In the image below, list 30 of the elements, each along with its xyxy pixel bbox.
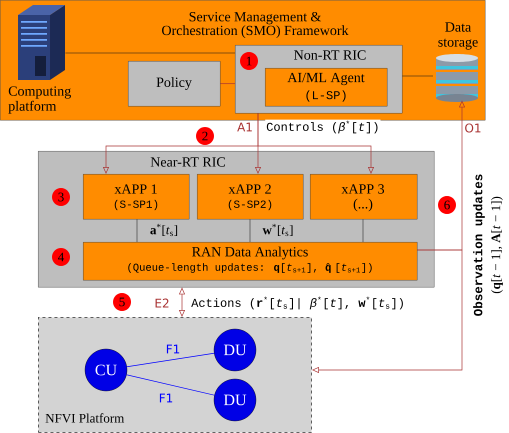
edge-label: F1 <box>164 344 182 354</box>
process-box: xAPP 2 (S-SP2) <box>197 174 304 220</box>
connector <box>126 352 214 368</box>
callout-number: 3 <box>52 188 70 206</box>
connector-label: Controls (β$^{*}$[t]) <box>265 120 381 134</box>
callout-number: 5 <box>113 293 131 311</box>
connector-label: Actions (r$^{*}$[t$_{s}$]| β$^{*}$[t], w$^{*}$[t$_{s}$]) <box>190 296 406 310</box>
edge-label: F1 <box>158 392 174 404</box>
edge-label: E2 <box>153 298 171 308</box>
node-caption: Computing platform <box>8 86 71 114</box>
edge-label: w$^{*}$[t$_{s}$] <box>262 222 294 238</box>
process-box: xAPP 1 (S-SP1) <box>83 174 190 220</box>
connector <box>126 374 215 396</box>
node-caption: Data storage <box>438 22 478 50</box>
connector <box>136 219 138 242</box>
connector-label: Observation updates <box>472 172 486 318</box>
callout-number: 4 <box>52 248 70 266</box>
process-box: RAN Data Analytics (Queue-length updates: q[t$_{s+1}$], q̂[t$_{s+1}$]) <box>83 242 418 280</box>
process-box: xAPP 3 (...) <box>310 174 418 220</box>
connector <box>220 83 236 84</box>
edge-label: A1 <box>236 122 254 132</box>
callout-number: 6 <box>438 196 456 214</box>
callout-number: 1 <box>240 52 258 70</box>
connector <box>65 52 236 54</box>
callout-number: 2 <box>196 127 214 145</box>
edge-label: O1 <box>463 122 483 134</box>
process-box: Policy <box>128 61 220 106</box>
connector-label: (q[t − 1], A[t − 1]) <box>490 195 504 295</box>
connector <box>362 219 364 242</box>
process-box: AI/ML Agent (L-SP) <box>265 68 388 106</box>
